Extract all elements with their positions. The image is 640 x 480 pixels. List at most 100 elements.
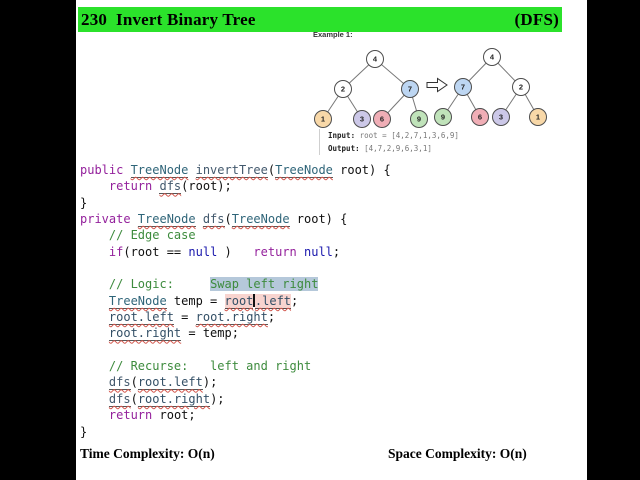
code-token xyxy=(80,294,109,308)
example-input-line: Input: root = [4,2,7,1,3,6,9] xyxy=(328,129,459,142)
tree-node-label: 1 xyxy=(321,115,325,124)
input-value: root = [4,2,7,1,3,6,9] xyxy=(355,131,459,140)
tree-node xyxy=(314,110,332,128)
code-token: // Recurse: left and right xyxy=(108,359,312,374)
input-label: Input: xyxy=(328,131,356,140)
example-label: Example 1: xyxy=(313,30,353,39)
code-token: TreeNode xyxy=(231,212,290,228)
code-token xyxy=(80,359,109,373)
code-token: private xyxy=(80,212,138,227)
code-token: dfs xyxy=(108,375,131,391)
code-token: return xyxy=(108,179,160,194)
code-token xyxy=(80,245,109,259)
code-token: ( xyxy=(130,375,138,390)
code-token: ( xyxy=(267,163,276,177)
code-token xyxy=(188,163,195,177)
example-io: Input: root = [4,2,7,1,3,6,9] Output: [4… xyxy=(319,129,459,155)
tree-node xyxy=(366,50,384,68)
code-token: } xyxy=(80,424,88,439)
tree-node-label: 6 xyxy=(380,115,384,124)
tree-node xyxy=(512,78,530,96)
time-complexity: Time Complexity: O(n) xyxy=(80,446,215,461)
code-token: ); xyxy=(210,391,225,406)
tree-node-label: 6 xyxy=(478,113,482,122)
code-token: dfs xyxy=(159,179,182,195)
code-token: root.right xyxy=(108,326,182,342)
output-value: [4,7,2,9,6,3,1] xyxy=(359,144,432,153)
code-token xyxy=(80,375,109,389)
code-token: ; xyxy=(291,293,299,308)
code-token: root; xyxy=(152,408,196,423)
code-token: root.left xyxy=(137,375,203,391)
invert-arrow-icon xyxy=(426,77,448,93)
tree-node-label: 2 xyxy=(341,85,345,94)
tree-node xyxy=(529,108,547,126)
code-token: root.right xyxy=(195,310,268,326)
code-token: TreeNode xyxy=(130,163,189,178)
code-token: = xyxy=(173,310,196,325)
code-token xyxy=(80,408,109,422)
problem-title: 230 Invert Binary Tree xyxy=(81,9,256,29)
code-token: (root == xyxy=(123,244,189,259)
tree-node-label: 2 xyxy=(519,83,523,92)
code-token: ) xyxy=(217,244,254,259)
space-complexity: Space Complexity: O(n) xyxy=(388,446,527,461)
approach-tag: (DFS) xyxy=(514,9,559,29)
code-token xyxy=(80,228,109,242)
tree-node-label: 3 xyxy=(360,115,364,124)
tree-node-label: 4 xyxy=(490,53,495,62)
tree-node-label: 9 xyxy=(417,115,421,124)
code-token: ); xyxy=(202,375,218,390)
code-token: return xyxy=(253,244,304,259)
tree-node xyxy=(353,110,371,128)
title-bar: 230 Invert Binary Tree (DFS) xyxy=(78,7,562,32)
code-token: dfs xyxy=(202,212,225,228)
code-token: if xyxy=(108,244,124,259)
tree-node xyxy=(454,78,472,96)
code-token: ( xyxy=(130,391,138,406)
code-token: root.left xyxy=(108,310,174,326)
tree-node-label: 7 xyxy=(408,85,412,94)
code-token: .left xyxy=(254,293,292,309)
tree-node xyxy=(471,108,489,126)
code-token: TreeNode xyxy=(108,293,167,309)
code-token: null xyxy=(188,244,218,259)
code-editor[interactable]: public TreeNode invertTree(TreeNode root… xyxy=(80,162,391,440)
code-token: = temp; xyxy=(181,326,239,341)
code-token: root) { xyxy=(332,163,391,177)
code-token: public xyxy=(80,163,131,177)
tree-node xyxy=(492,108,510,126)
code-token xyxy=(80,179,109,193)
tree-node-label: 4 xyxy=(373,55,378,64)
tree-node xyxy=(334,80,352,98)
notes-page: 230 Invert Binary Tree (DFS) Example 1: … xyxy=(76,0,587,480)
code-token: invertTree xyxy=(195,163,268,178)
code-token: // Logic: xyxy=(108,277,211,292)
code-token: ; xyxy=(332,244,341,259)
code-token: dfs xyxy=(108,391,131,407)
code-token xyxy=(196,212,203,226)
letterbox-right xyxy=(587,0,640,480)
code-token: ( xyxy=(224,212,232,227)
code-token xyxy=(80,392,109,406)
tree-node-label: 1 xyxy=(536,113,540,122)
code-token: TreeNode xyxy=(137,212,196,228)
code-token xyxy=(80,310,109,324)
tree-node-label: 3 xyxy=(499,113,503,122)
example-output-line: Output: [4,7,2,9,6,3,1] xyxy=(328,142,459,155)
code-token: } xyxy=(80,195,88,210)
code-token xyxy=(80,277,109,291)
tree-node-label: 7 xyxy=(461,83,465,92)
code-token: ; xyxy=(267,310,276,325)
code-token: null xyxy=(304,244,333,259)
code-token: root.right xyxy=(137,391,211,407)
tree-node xyxy=(373,110,391,128)
code-token: (root); xyxy=(181,179,232,194)
code-token: root) { xyxy=(289,212,348,227)
code-token: Swap left right xyxy=(210,277,319,292)
code-token: root xyxy=(224,293,254,309)
tree-node xyxy=(401,80,419,98)
code-token: temp = xyxy=(166,293,225,308)
